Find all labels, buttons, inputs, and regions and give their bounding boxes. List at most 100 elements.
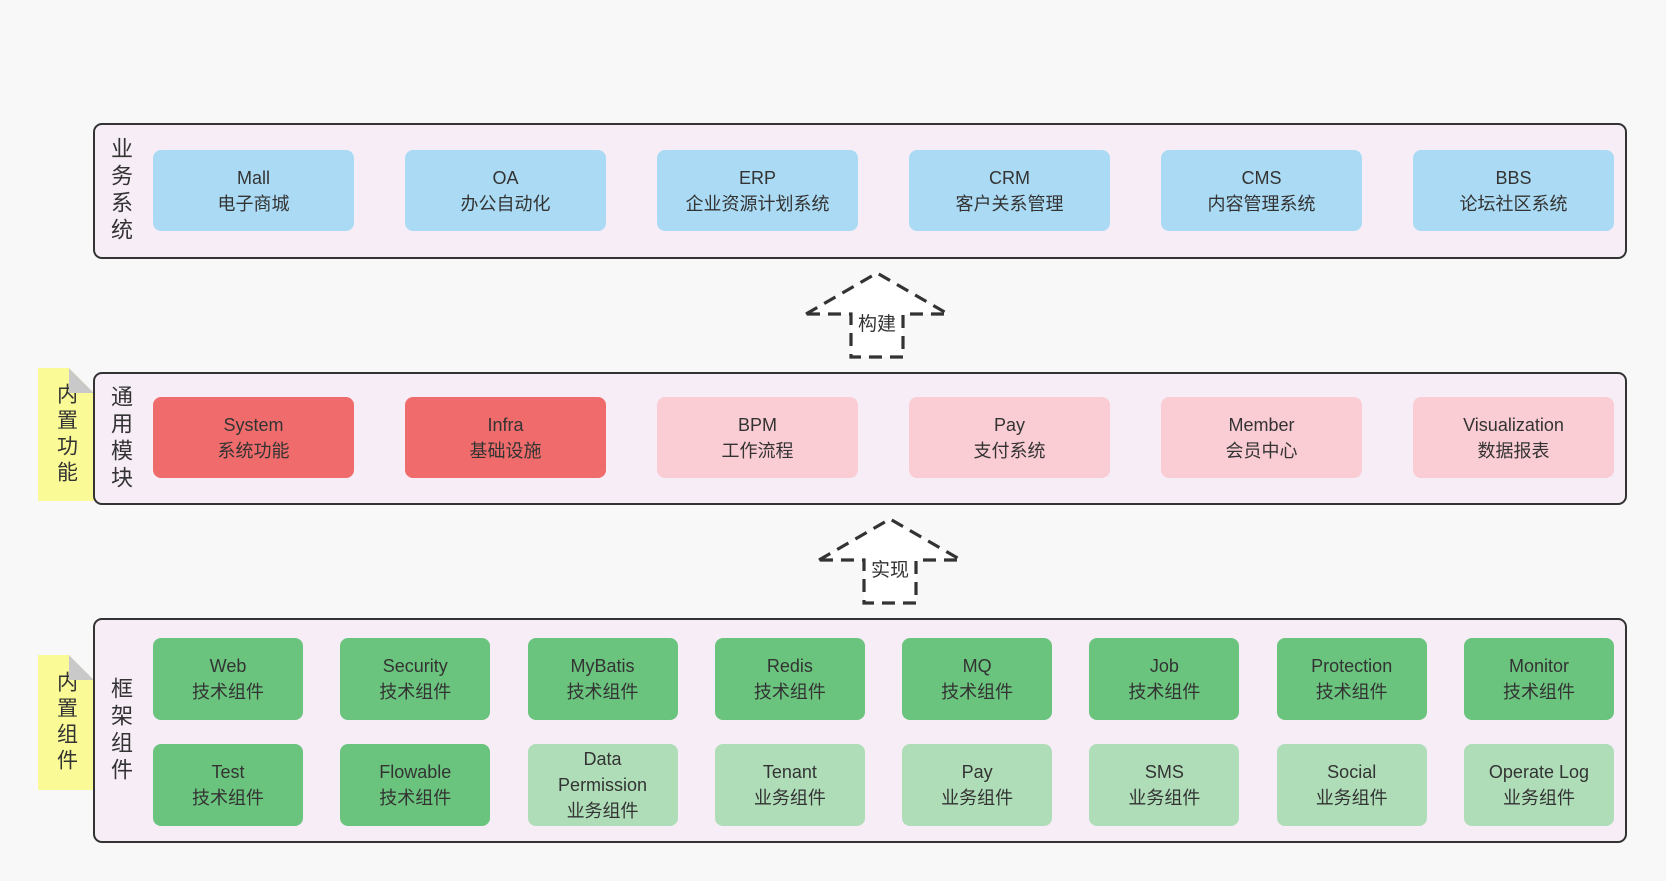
box-subtitle: 企业资源计划系统	[685, 193, 830, 214]
box-pay: Pay 支付系统	[909, 397, 1110, 478]
box-subtitle: 业务组件	[1502, 788, 1575, 808]
box-title: System	[223, 414, 284, 435]
modules-box-row: System 系统功能 Infra 基础设施 BPM 工作流程 Pay 支付系统…	[153, 397, 1614, 478]
box-title: BPM	[737, 414, 777, 435]
box-redis: Redis 技术组件	[714, 638, 865, 720]
box-title: Social	[1327, 762, 1377, 782]
box-title: Pay	[961, 762, 993, 782]
box-visualization: Visualization 数据报表	[1413, 397, 1614, 478]
box-subtitle: 会员中心	[1225, 440, 1298, 461]
box-title: Visualization	[1463, 414, 1564, 435]
box-title: Pay	[993, 414, 1026, 435]
box-mall: Mall 电子商城	[153, 150, 354, 231]
box-job: Job 技术组件	[1089, 638, 1240, 720]
box-subtitle: 技术组件	[379, 788, 452, 808]
layer-label-framework-components: 框架组件	[108, 676, 133, 785]
layer-common-modules: 通用模块 System 系统功能 Infra 基础设施 BPM 工作流程 Pay…	[93, 372, 1627, 505]
box-data-permission: Data Permission 业务组件	[527, 744, 678, 826]
arrow-build: 构建	[803, 270, 951, 360]
box-member: Member 会员中心	[1161, 397, 1362, 478]
box-subtitle: 技术组件	[1128, 682, 1201, 702]
box-pay-business: Pay 业务组件	[902, 744, 1053, 826]
box-title: Job	[1149, 656, 1179, 676]
sticky-note-label: 内置组件	[54, 670, 78, 775]
arrow-implement: 实现	[816, 516, 964, 606]
box-cms: CMS 内容管理系统	[1161, 150, 1362, 231]
box-title: Security	[382, 656, 448, 676]
box-subtitle: 数据报表	[1477, 440, 1550, 461]
sticky-note-built-in-components: 内置组件	[38, 655, 94, 790]
box-title: Mall	[236, 167, 270, 188]
box-subtitle: 工作流程	[721, 440, 794, 461]
box-subtitle: 内容管理系统	[1207, 193, 1316, 214]
box-title: Tenant	[762, 762, 817, 782]
layer-framework-components: 框架组件 Web 技术组件 Security 技术组件 MyBatis 技术组件…	[93, 618, 1627, 843]
components-box-row-1: Web 技术组件 Security 技术组件 MyBatis 技术组件 Redi…	[153, 638, 1614, 720]
box-subtitle: 业务组件	[941, 788, 1014, 808]
box-title: Monitor	[1508, 656, 1569, 676]
business-box-row: Mall 电子商城 OA 办公自动化 ERP 企业资源计划系统 CRM 客户关系…	[153, 150, 1614, 231]
sticky-note-built-in-features: 内置功能	[38, 368, 94, 501]
box-subtitle: 技术组件	[753, 682, 826, 702]
box-title: Member	[1228, 414, 1295, 435]
box-title: Web	[209, 656, 247, 676]
box-title: Infra	[487, 414, 524, 435]
box-operate-log: Operate Log 业务组件	[1463, 744, 1614, 826]
box-subtitle: 技术组件	[566, 682, 639, 702]
box-title: CRM	[989, 167, 1030, 188]
box-social: Social 业务组件	[1276, 744, 1427, 826]
box-subtitle: 业务组件	[1128, 788, 1201, 808]
box-title: OA	[492, 167, 519, 188]
box-sms: SMS 业务组件	[1089, 744, 1240, 826]
box-title: BBS	[1495, 167, 1532, 188]
box-title: SMS	[1144, 762, 1184, 782]
box-mybatis: MyBatis 技术组件	[527, 638, 678, 720]
box-subtitle: 技术组件	[192, 682, 264, 702]
box-subtitle: 技术组件	[941, 682, 1014, 702]
box-subtitle: 系统功能	[217, 440, 290, 461]
box-subtitle: 客户关系管理	[955, 193, 1064, 214]
arrow-build-label: 构建	[855, 314, 899, 336]
box-title: Test	[211, 762, 245, 782]
box-protection: Protection 技术组件	[1276, 638, 1427, 720]
box-title: Redis	[766, 656, 813, 676]
box-monitor: Monitor 技术组件	[1463, 638, 1614, 720]
box-subtitle: 技术组件	[192, 788, 264, 808]
box-flowable: Flowable 技术组件	[340, 744, 491, 826]
box-web: Web 技术组件	[153, 638, 303, 720]
box-title: Protection	[1311, 656, 1393, 676]
box-subtitle: 业务组件	[1315, 788, 1388, 808]
box-subtitle: 办公自动化	[460, 193, 551, 214]
sticky-note-label: 内置功能	[54, 382, 78, 487]
box-title: Flowable	[379, 762, 452, 782]
box-subtitle: 技术组件	[1502, 682, 1575, 702]
box-subtitle: 支付系统	[973, 440, 1046, 461]
layer-label-common-modules: 通用模块	[108, 384, 133, 493]
components-box-row-2: Test 技术组件 Flowable 技术组件 Data Permission …	[153, 744, 1614, 826]
box-system: System 系统功能	[153, 397, 354, 478]
box-subtitle: 基础设施	[469, 440, 542, 461]
box-title: CMS	[1241, 167, 1282, 188]
box-tenant: Tenant 业务组件	[714, 744, 865, 826]
box-title: Operate Log	[1488, 762, 1589, 782]
layer-label-business-systems: 业务系统	[108, 137, 133, 245]
box-subtitle: 业务组件	[566, 801, 639, 821]
box-subtitle: 业务组件	[753, 788, 826, 808]
box-title: Data Permission	[558, 749, 648, 795]
box-subtitle: 技术组件	[1315, 682, 1388, 702]
box-subtitle: 电子商城	[217, 193, 290, 214]
layer-business-systems: 业务系统 Mall 电子商城 OA 办公自动化 ERP 企业资源计划系统 CRM…	[93, 123, 1627, 259]
box-bpm: BPM 工作流程	[657, 397, 858, 478]
box-test: Test 技术组件	[153, 744, 303, 826]
box-title: MQ	[962, 656, 992, 676]
box-oa: OA 办公自动化	[405, 150, 606, 231]
arrow-implement-label: 实现	[868, 560, 912, 582]
box-title: MyBatis	[570, 656, 635, 676]
box-infra: Infra 基础设施	[405, 397, 606, 478]
box-subtitle: 技术组件	[379, 682, 452, 702]
box-security: Security 技术组件	[340, 638, 491, 720]
box-mq: MQ 技术组件	[902, 638, 1053, 720]
box-subtitle: 论坛社区系统	[1459, 193, 1568, 214]
box-crm: CRM 客户关系管理	[909, 150, 1110, 231]
box-title: ERP	[738, 167, 776, 188]
